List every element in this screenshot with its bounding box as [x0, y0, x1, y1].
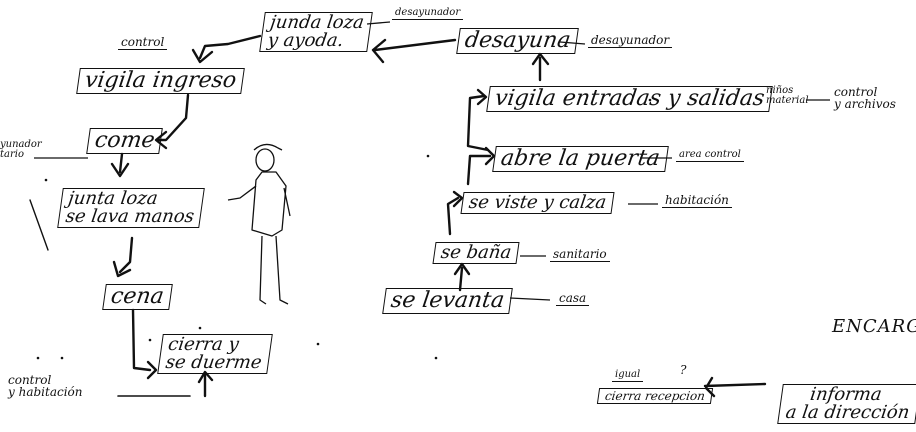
cierra-recepcion-box: cierra recepcion	[596, 388, 714, 404]
ninos-material-line2: material	[766, 95, 809, 106]
comedor-partial-line2: tario	[0, 149, 24, 160]
arrowhead-abre-vigila	[476, 88, 488, 106]
informa-direccion-line2: a la dirección	[784, 402, 911, 423]
desayuna-box: desayuna	[456, 28, 580, 54]
junta-loza-ayuda-box: junda loza y ayoda.	[259, 12, 373, 52]
arrowhead-cierra-up	[197, 370, 214, 384]
arrowhead-informa	[704, 376, 716, 398]
se-viste-box: se viste y calza	[460, 192, 615, 214]
cierra-duerme-line2: se duerme	[164, 352, 263, 373]
sanitario-label: sanitario	[550, 248, 610, 262]
arrowhead-cena-cierra	[146, 360, 158, 380]
casa-label: casa	[556, 292, 590, 306]
junta-loza-lava-line2: se lava manos	[64, 206, 196, 227]
vigila-ingreso-box: vigila ingreso	[76, 68, 245, 94]
arrow-informa	[703, 382, 767, 388]
comedor-partial-line1: yunador	[0, 139, 42, 150]
junta-loza-ayuda-line2: y ayoda.	[266, 30, 345, 51]
cena-box: cena	[102, 284, 173, 310]
arrow-vigila-to-come	[156, 93, 190, 142]
ninos-material-label: niños material	[766, 86, 809, 106]
junta-loza-lava-box: junta loza se lava manos	[57, 188, 206, 228]
area-control-label: area control	[676, 150, 744, 162]
arrow-junta-to-cena	[118, 236, 134, 274]
abre-puerta-box: abre la puerta	[492, 146, 669, 172]
habitacion-label: habitación	[662, 194, 732, 208]
control-archivos-line1: control	[834, 85, 878, 99]
desayunador-right-label: desayunador	[588, 34, 673, 48]
arrow-abre-to-vigila	[466, 94, 490, 152]
arrowhead-junta-cena	[112, 260, 132, 278]
control-left-label: control	[118, 36, 168, 50]
arrow-cena-to-cierra	[131, 308, 152, 372]
connector-desayunador-top	[366, 21, 391, 25]
connector-desayuna-desayunador	[559, 41, 586, 45]
igual-label: igual	[612, 370, 644, 382]
arrow-junta-to-vigila	[198, 34, 262, 60]
arrowhead-bana-viste	[452, 190, 464, 208]
arrow-desayuna-to-junta	[373, 38, 457, 52]
arrowhead-desayuna-junta	[371, 38, 387, 64]
connector-levanta-casa	[509, 297, 551, 301]
person-figure	[227, 143, 291, 305]
control-archivos-line2: y archivos	[834, 97, 896, 111]
control-habitacion-line2: y habitación	[8, 385, 83, 399]
arrow-control-to-comedor	[29, 199, 49, 251]
control-habitacion-line1: control	[8, 373, 52, 387]
arrowhead-levanta-bana	[453, 262, 471, 276]
arrow-viste-to-abre	[466, 154, 492, 186]
cierra-duerme-box: cierra y se duerme	[157, 334, 273, 374]
se-levanta-box: se levanta	[382, 288, 513, 314]
ninos-material-line1: niños	[766, 85, 794, 96]
arrow-levanta-to-bana	[458, 266, 464, 292]
come-box: come	[86, 128, 164, 154]
arrowhead-come-junta	[110, 162, 130, 178]
control-habitacion-label: control y habitación	[8, 374, 82, 398]
arrow-come-to-junta	[118, 152, 124, 174]
arrowhead-viste-abre	[484, 146, 496, 166]
arrowhead-vigila-desayuna	[531, 52, 550, 66]
arrowhead-vigila-come	[154, 130, 168, 150]
question-mark: ?	[680, 363, 687, 377]
section-label-encargado: ENCARG	[832, 316, 916, 337]
se-bana-box: se baña	[432, 242, 520, 264]
vigila-entradas-box: vigila entradas y salidas	[486, 86, 774, 112]
comedor-partial-label: yunador tario	[0, 140, 42, 160]
desayunador-top-label: desayunador	[392, 8, 464, 20]
arrow-bana-to-viste	[446, 196, 460, 236]
informa-direccion-box: informa a la dirección	[777, 384, 916, 424]
arrowhead-junta-vigila	[191, 48, 214, 64]
control-archivos-label: control y archivos	[834, 86, 896, 110]
